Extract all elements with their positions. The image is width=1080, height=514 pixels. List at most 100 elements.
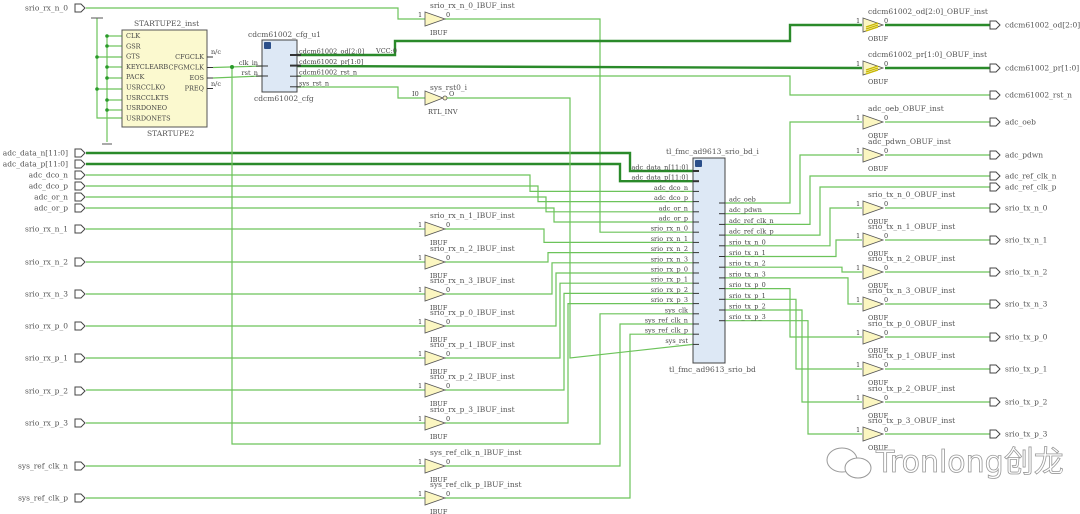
- output-port[interactable]: srio_tx_p_1: [989, 364, 1047, 374]
- net-wire[interactable]: [725, 320, 862, 435]
- output-port[interactable]: adc_oeb: [989, 117, 1036, 127]
- net-wire[interactable]: [445, 252, 693, 263]
- net-wire[interactable]: [86, 185, 693, 203]
- net-wire[interactable]: [445, 97, 694, 359]
- net-wire[interactable]: [445, 262, 693, 295]
- output-port[interactable]: adc_pdwn: [989, 150, 1043, 160]
- tl-fmc-ad9613-srio-bd-cell[interactable]: tl_fmc_ad9613_srio_bd_itl_fmc_ad9613_sri…: [631, 147, 773, 374]
- output-port[interactable]: cdcm61002_pr[1:0]: [989, 63, 1079, 73]
- input-port[interactable]: adc_dco_n: [29, 170, 86, 180]
- input-port[interactable]: srio_rx_p_2: [25, 386, 86, 396]
- cdcm61002-cfg-cell[interactable]: cdcm61002_cfg_u1cdcm61002_cfgclk_inrst_n…: [239, 30, 397, 103]
- net-wire[interactable]: [725, 175, 990, 225]
- output-port[interactable]: srio_tx_n_1: [989, 235, 1047, 245]
- net-wire[interactable]: [725, 309, 862, 403]
- output-port[interactable]: adc_ref_clk_p: [989, 182, 1057, 192]
- net-wire[interactable]: [297, 23, 862, 57]
- expand-icon[interactable]: [695, 160, 702, 167]
- input-port[interactable]: srio_rx_n_1: [25, 224, 86, 234]
- net-wire[interactable]: [445, 18, 693, 233]
- output-port[interactable]: srio_tx_n_2: [989, 267, 1048, 277]
- output-port[interactable]: cdcm61002_rst_n: [989, 90, 1072, 100]
- net-wire[interactable]: [297, 75, 990, 96]
- output-port[interactable]: adc_ref_clk_n: [989, 171, 1057, 181]
- input-port[interactable]: adc_or_p: [34, 203, 86, 213]
- input-port[interactable]: srio_rx_p_3: [25, 418, 86, 428]
- input-port[interactable]: srio_rx_n_2: [25, 257, 86, 267]
- net-wire[interactable]: [212, 75, 263, 79]
- input-port[interactable]: srio_rx_p_1: [25, 353, 86, 363]
- input-port[interactable]: adc_data_n[11:0]: [3, 148, 86, 158]
- net-wire[interactable]: [445, 333, 693, 499]
- input-port[interactable]: srio_rx_p_0: [25, 321, 86, 331]
- output-port[interactable]: srio_tx_p_2: [989, 397, 1048, 407]
- net-wire[interactable]: [86, 7, 425, 20]
- net-wire[interactable]: [96, 18, 122, 119]
- net-wire[interactable]: [725, 277, 862, 305]
- net-wire[interactable]: [725, 154, 862, 215]
- net-wire[interactable]: [725, 298, 862, 370]
- input-port[interactable]: srio_rx_n_0: [25, 3, 86, 13]
- output-port[interactable]: srio_tx_p_0: [989, 332, 1048, 342]
- inverter-bubble-icon: [442, 95, 448, 101]
- net-wire[interactable]: [296, 64, 863, 70]
- input-port[interactable]: srio_rx_n_3: [25, 289, 86, 299]
- net-wire[interactable]: [725, 288, 862, 338]
- input-port[interactable]: sys_ref_clk_p: [18, 493, 86, 503]
- output-port[interactable]: srio_tx_n_0: [989, 203, 1048, 213]
- input-port[interactable]: adc_data_p[11:0]: [3, 159, 86, 169]
- net-wire[interactable]: [86, 151, 693, 173]
- startupe2-cell[interactable]: STARTUPE2_instSTARTUPE2CLKGSRGTSKEYCLEAR…: [121, 19, 221, 138]
- net-wire[interactable]: [297, 86, 425, 99]
- net-wire[interactable]: [445, 292, 693, 391]
- input-port[interactable]: adc_or_n: [34, 192, 86, 202]
- input-port[interactable]: adc_dco_p: [29, 181, 86, 191]
- net-wire[interactable]: [445, 282, 693, 359]
- net-wire[interactable]: [725, 207, 862, 247]
- input-port[interactable]: sys_ref_clk_n: [18, 461, 86, 471]
- output-port[interactable]: srio_tx_p_3: [989, 429, 1048, 439]
- expand-icon[interactable]: [264, 42, 271, 49]
- net-wire[interactable]: [445, 323, 693, 467]
- net-wire[interactable]: [86, 174, 693, 192]
- net-wire[interactable]: [725, 121, 862, 204]
- net-wire[interactable]: [86, 196, 693, 213]
- output-port-label: adc_ref_clk_n: [1005, 172, 1057, 181]
- output-port[interactable]: srio_tx_n_3: [989, 299, 1048, 309]
- net-wire[interactable]: [445, 272, 693, 327]
- net-wire[interactable]: [445, 303, 693, 424]
- net-wire[interactable]: [725, 266, 862, 273]
- output-port[interactable]: cdcm61002_od[2:0]: [989, 20, 1080, 30]
- input-port-label: adc_data_n[11:0]: [3, 149, 68, 158]
- net-wire[interactable]: [725, 239, 862, 258]
- net-wire[interactable]: [725, 186, 990, 236]
- net-wire[interactable]: [231, 67, 693, 445]
- net-wire[interactable]: [212, 65, 263, 69]
- net-wire[interactable]: [445, 228, 693, 243]
- net-wire[interactable]: [86, 162, 693, 183]
- net-wire[interactable]: [86, 207, 693, 223]
